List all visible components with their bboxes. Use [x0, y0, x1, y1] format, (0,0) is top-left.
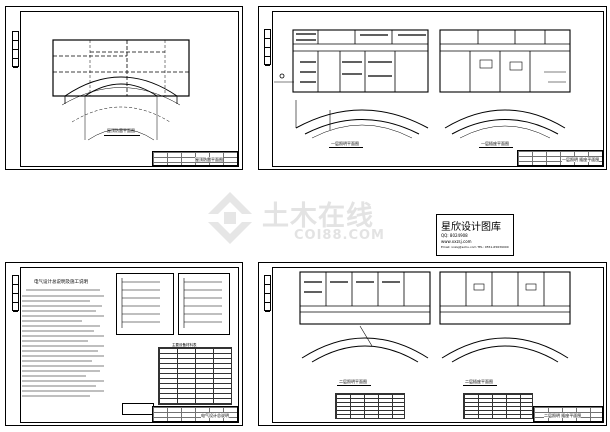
binding-strip: [264, 275, 271, 312]
drawing-frame: [272, 11, 604, 167]
binding-strip: [12, 31, 19, 68]
system-diagram-box: [116, 273, 174, 335]
title-block: 二层照明 插座平面图: [533, 406, 603, 422]
title-block: 一层照明 插座平面图: [517, 150, 603, 166]
stamp-title: 星欣设计图库: [441, 222, 501, 233]
title-block: 屋顶防雷平面图: [152, 151, 238, 166]
title-block-text: 电气设计总说明: [201, 413, 229, 418]
binding-strip: [264, 29, 271, 66]
library-stamp: 星欣设计图库 QQ: 8024908 www.xxzsj.com Email: …: [436, 214, 514, 256]
drawing-frame: [20, 11, 239, 167]
plan-caption-lighting: 二层照明平面图: [339, 379, 367, 384]
floor2-lighting-plan: [299, 271, 431, 363]
plan-caption: 屋顶防雷平面图: [107, 128, 135, 133]
watermark-text: 土木在线: [262, 201, 374, 232]
plan-caption-lighting: 一层照明平面图: [331, 141, 359, 146]
watermark: 土木在线 COI88.COM: [196, 188, 416, 248]
drawing-frame: [20, 267, 239, 423]
equipment-schedule-table: [158, 347, 232, 405]
binding-strip: [12, 275, 19, 312]
schedule-table: [463, 393, 533, 419]
stamp-contact: Email: xxzsj@sohu.com TEL: 0551-65639000: [441, 245, 509, 249]
notes-heading: 电气设计总说明及施工说明: [34, 280, 88, 285]
drawing-sheet-floor-1: 一层照明 插座平面图 一层照明平面图 一层插座平面图: [258, 6, 607, 170]
watermark-logo-icon: [208, 192, 252, 244]
title-block-text: 屋顶防雷平面图: [195, 157, 223, 162]
stamp-website: www.xxzsj.com: [441, 239, 472, 244]
stamp-qq: QQ: 8024908: [441, 233, 468, 238]
caption-underline: [329, 147, 363, 148]
drawing-sheet-floor-2: 二层照明 插座平面图 二层照明平面图 二层插座平面图: [258, 262, 607, 426]
watermark-url: COI88.COM: [294, 228, 385, 243]
drawing-frame: [272, 267, 604, 423]
schedule-label: 主要设备材料表: [172, 343, 197, 347]
floor1-socket-plan: [439, 29, 571, 139]
title-block: 电气设计总说明: [152, 406, 238, 422]
notes-text-lines: [22, 278, 222, 397]
schedule-table: [335, 393, 405, 419]
plan-caption-socket: 二层插座平面图: [465, 379, 493, 384]
title-block-text: 一层照明 插座平面图: [562, 157, 600, 162]
title-block-text: 二层照明 插座平面图: [544, 413, 582, 418]
system-diagram-box: [178, 273, 230, 335]
floor2-socket-plan: [439, 271, 571, 363]
drawing-sheet-notes: 电气设计总说明及施工说明 主要设备材料表 电气设计总说明: [5, 262, 243, 426]
caption-underline: [463, 385, 497, 386]
floor1-lighting-plan: [274, 29, 429, 139]
caption-underline: [337, 385, 371, 386]
caption-underline: [479, 147, 513, 148]
caption-underline: [104, 135, 140, 136]
roof-plan: [52, 39, 190, 141]
plan-caption-socket: 一层插座平面图: [481, 141, 509, 146]
drawing-sheet-roof: 屋顶防雷平面图 屋顶防雷平面图: [5, 6, 243, 170]
